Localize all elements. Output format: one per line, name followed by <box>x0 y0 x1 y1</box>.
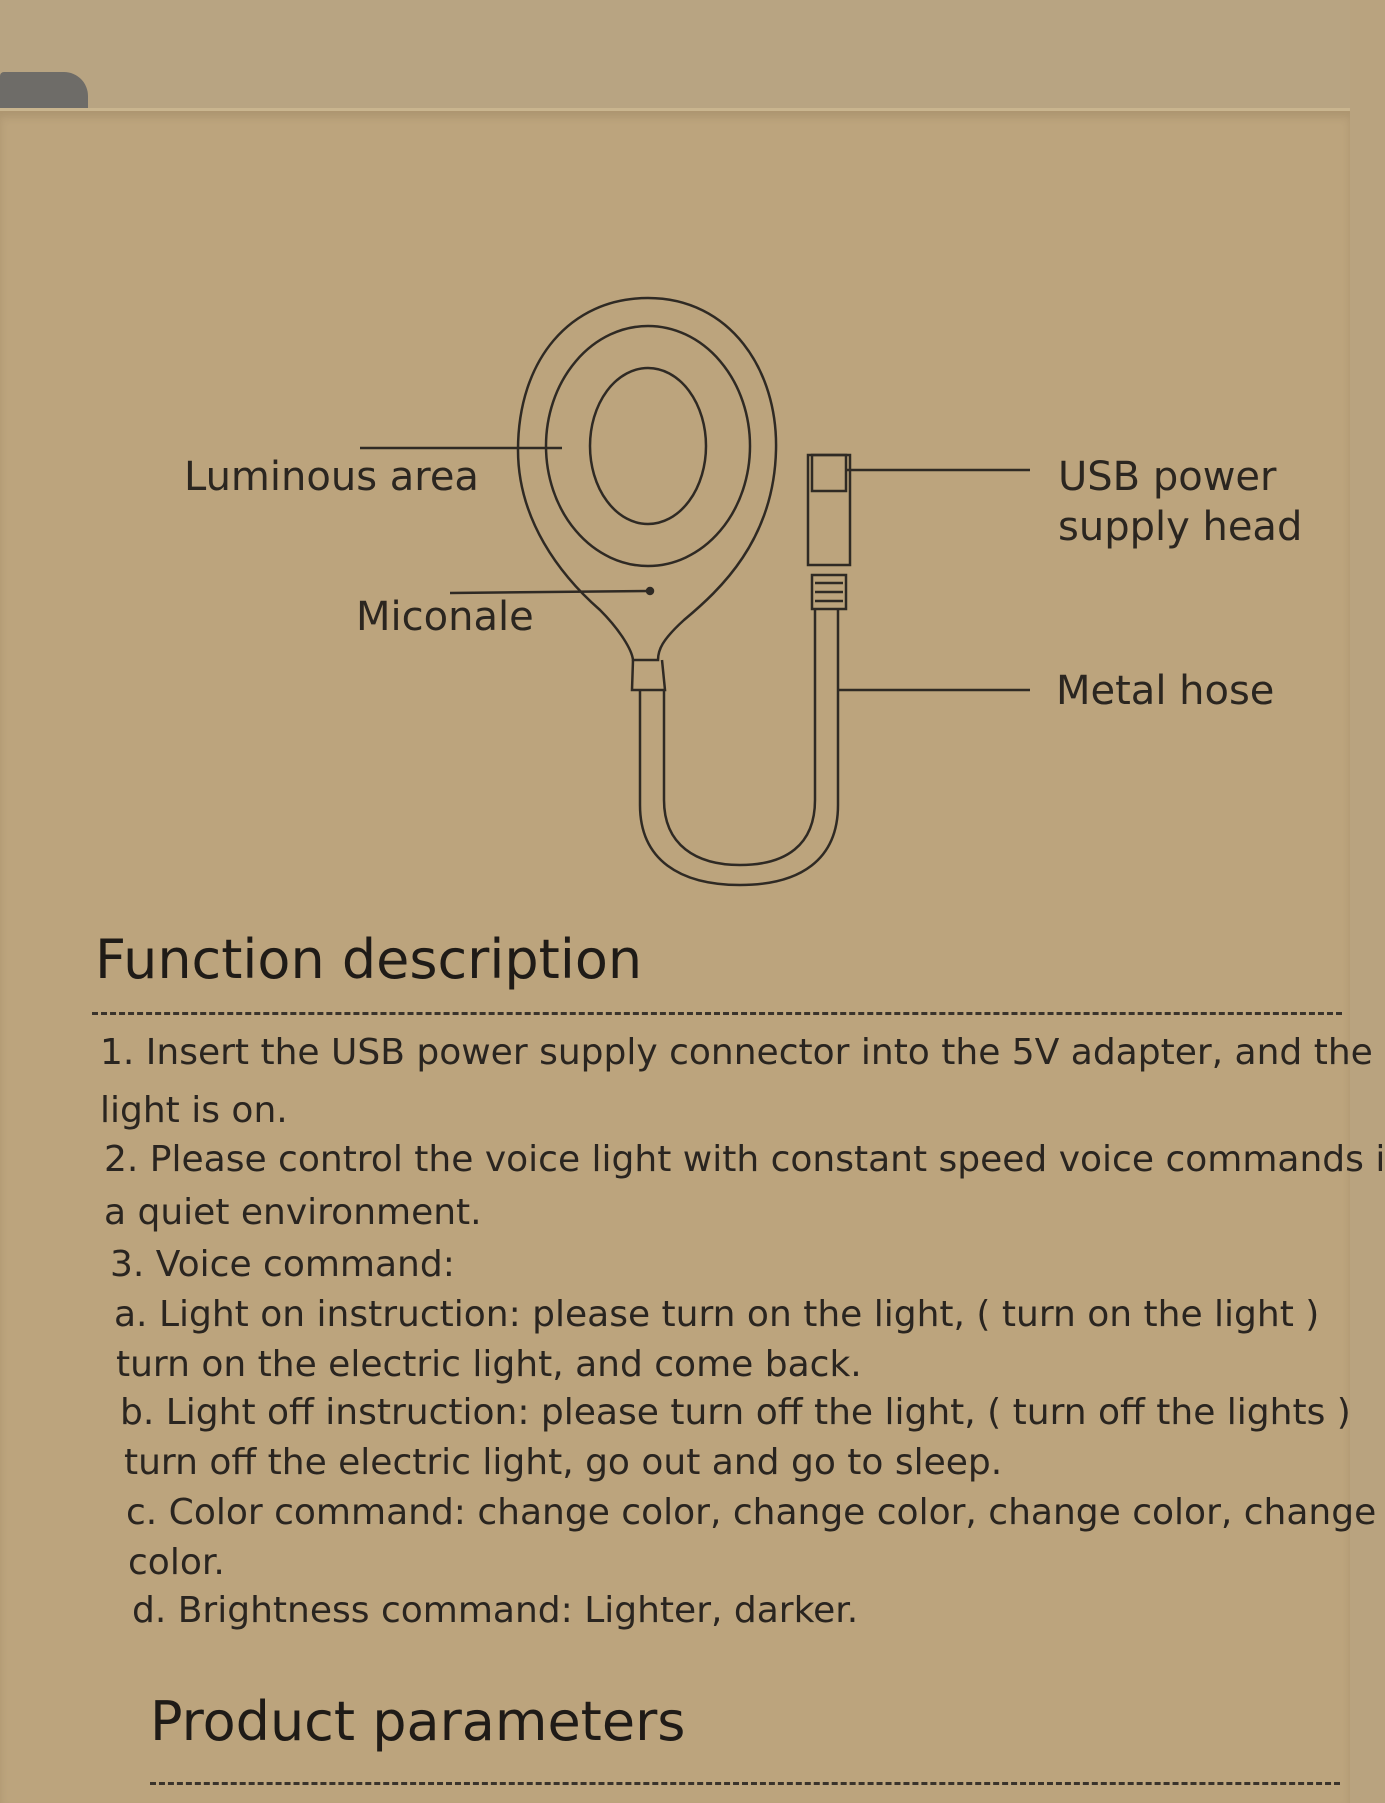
section-divider <box>150 1782 1340 1785</box>
leader-microphone <box>449 589 651 595</box>
label-usb-head-line1: USB power <box>1058 454 1277 500</box>
label-metal-hose: Metal hose <box>1056 668 1275 714</box>
description-line: 3. Voice command: <box>110 1244 455 1285</box>
description-line: b. Light off instruction: please turn of… <box>120 1392 1351 1433</box>
usb-lamp-diagram <box>360 296 1030 887</box>
luminous-ring-outer <box>544 324 752 568</box>
section-divider <box>92 1012 1342 1015</box>
description-line: turn off the electric light, go out and … <box>124 1442 1003 1483</box>
description-line: light is on. <box>100 1090 288 1131</box>
product-parameters-heading: Product parameters <box>150 1690 686 1753</box>
description-line: a. Light on instruction: please turn on … <box>114 1294 1320 1335</box>
luminous-ring-inner <box>588 366 708 526</box>
cardboard-box-face <box>0 108 1350 1803</box>
description-line: a quiet environment. <box>104 1192 482 1233</box>
description-line: d. Brightness command: Lighter, darker. <box>132 1590 859 1631</box>
metal-hose <box>638 610 840 887</box>
description-line: turn on the electric light, and come bac… <box>116 1344 862 1385</box>
description-line: c. Color command: change color, change c… <box>126 1492 1377 1533</box>
description-line: color. <box>128 1542 225 1583</box>
function-description-heading: Function description <box>95 928 643 991</box>
label-microphone: Miconale <box>356 594 534 640</box>
description-line: 2. Please control the voice light with c… <box>104 1139 1385 1180</box>
description-line: 1. Insert the USB power supply connector… <box>100 1032 1373 1073</box>
lamp-head-outline <box>516 296 778 662</box>
label-luminous-area: Luminous area <box>184 454 479 500</box>
background-surface <box>0 0 1350 118</box>
label-usb-head-line2: supply head <box>1058 504 1303 550</box>
lamp-neck <box>630 659 667 692</box>
usb-plug <box>806 453 852 567</box>
